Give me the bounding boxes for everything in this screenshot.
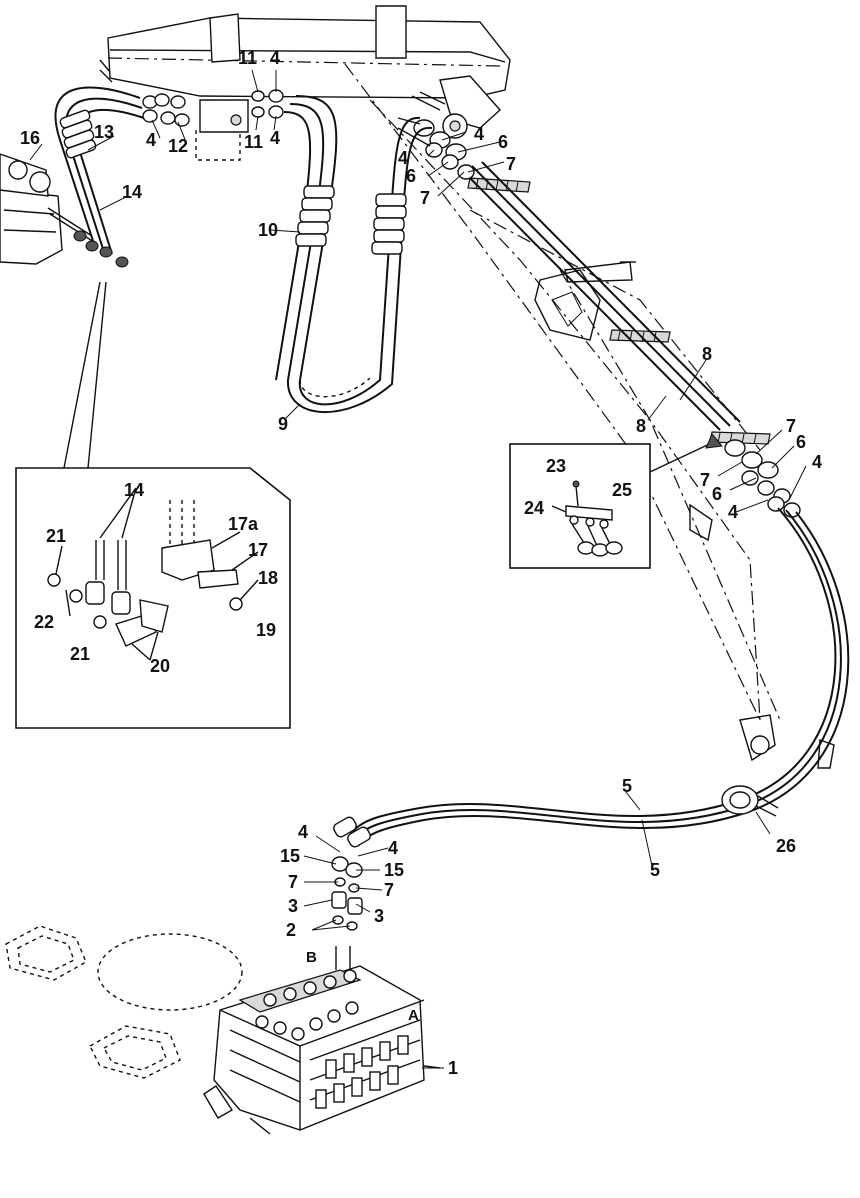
label-17: 17 bbox=[248, 540, 268, 560]
hoses-13-14 bbox=[54, 86, 145, 255]
label-4-top: 4 bbox=[270, 48, 280, 68]
label-4-boom-a: 4 bbox=[474, 124, 484, 144]
inset-callout-lines bbox=[63, 281, 107, 469]
label-3-left: 3 bbox=[288, 896, 298, 916]
label-7-valve-left: 7 bbox=[288, 872, 298, 892]
detail-inset-fittings bbox=[15, 467, 291, 729]
label-6-boom-a: 6 bbox=[498, 132, 508, 152]
spring-guards-10 bbox=[295, 185, 407, 255]
label-7-arm-a: 7 bbox=[700, 470, 710, 490]
label-13: 13 bbox=[94, 122, 114, 142]
label-15-right: 15 bbox=[384, 860, 404, 880]
rotator-motor-16 bbox=[0, 153, 129, 268]
label-8-upper: 8 bbox=[702, 344, 712, 364]
control-valve-1 bbox=[203, 946, 441, 1135]
label-1: 1 bbox=[448, 1058, 458, 1078]
hose-clamp-blocks bbox=[467, 177, 771, 445]
leader-lines bbox=[29, 69, 807, 1069]
label-17a: 17a bbox=[228, 514, 259, 534]
label-14-inset: 14 bbox=[124, 480, 144, 500]
label-26: 26 bbox=[776, 836, 796, 856]
label-4-valve-right: 4 bbox=[388, 838, 398, 858]
label-21-bottom: 21 bbox=[70, 644, 90, 664]
label-2: 2 bbox=[286, 920, 296, 940]
label-15-left: 15 bbox=[280, 846, 300, 866]
label-10: 10 bbox=[258, 220, 278, 240]
hoses-9-10 bbox=[275, 95, 433, 414]
label-6-boom-b: 6 bbox=[406, 166, 416, 186]
label-20: 20 bbox=[150, 656, 170, 676]
part-number-labels: 1 2 3 3 7 7 15 15 4 4 B A 5 5 26 4 6 7 4… bbox=[20, 48, 822, 1078]
label-14-top: 14 bbox=[122, 182, 142, 202]
label-port-b: B bbox=[306, 949, 317, 966]
label-11-top: 11 bbox=[238, 48, 257, 68]
detail-inset-clamp bbox=[509, 433, 723, 569]
label-3-right: 3 bbox=[374, 906, 384, 926]
left-top-fittings bbox=[142, 89, 284, 161]
boom-assembly bbox=[99, 5, 511, 139]
label-9: 9 bbox=[278, 414, 288, 434]
label-6-arm-a: 6 bbox=[712, 484, 722, 504]
arm-centerlines bbox=[344, 63, 835, 769]
label-21-top: 21 bbox=[46, 526, 66, 546]
label-16: 16 bbox=[20, 128, 40, 148]
hoses-8 bbox=[461, 161, 741, 431]
label-23: 23 bbox=[546, 456, 566, 476]
label-19: 19 bbox=[256, 620, 276, 640]
label-24: 24 bbox=[524, 498, 544, 518]
label-7-valve-right: 7 bbox=[384, 880, 394, 900]
hoses-5 bbox=[349, 507, 850, 847]
label-4-boom-b: 4 bbox=[398, 148, 408, 168]
label-port-a: A bbox=[408, 1007, 419, 1024]
label-18: 18 bbox=[258, 568, 278, 588]
label-7-arm-b: 7 bbox=[786, 416, 796, 436]
dashed-reference-outlines bbox=[5, 925, 243, 1079]
label-5-upper: 5 bbox=[622, 776, 632, 796]
valve-port-fittings bbox=[331, 816, 371, 931]
label-6-arm-b: 6 bbox=[796, 432, 806, 452]
label-4-left: 4 bbox=[146, 130, 156, 150]
label-7-boom-b: 7 bbox=[420, 188, 430, 208]
label-8-lower: 8 bbox=[636, 416, 646, 436]
clamp-26 bbox=[721, 785, 779, 817]
label-22: 22 bbox=[34, 612, 54, 632]
label-25: 25 bbox=[612, 480, 632, 500]
label-7-boom-a: 7 bbox=[506, 154, 516, 174]
label-11-bottom: 11 bbox=[244, 132, 263, 152]
label-4-valve-left: 4 bbox=[298, 822, 308, 842]
label-4-arm-b: 4 bbox=[812, 452, 822, 472]
label-5-lower: 5 bbox=[650, 860, 660, 880]
label-12: 12 bbox=[168, 136, 188, 156]
label-4-bottom: 4 bbox=[270, 128, 280, 148]
label-4-arm-a: 4 bbox=[728, 502, 738, 522]
